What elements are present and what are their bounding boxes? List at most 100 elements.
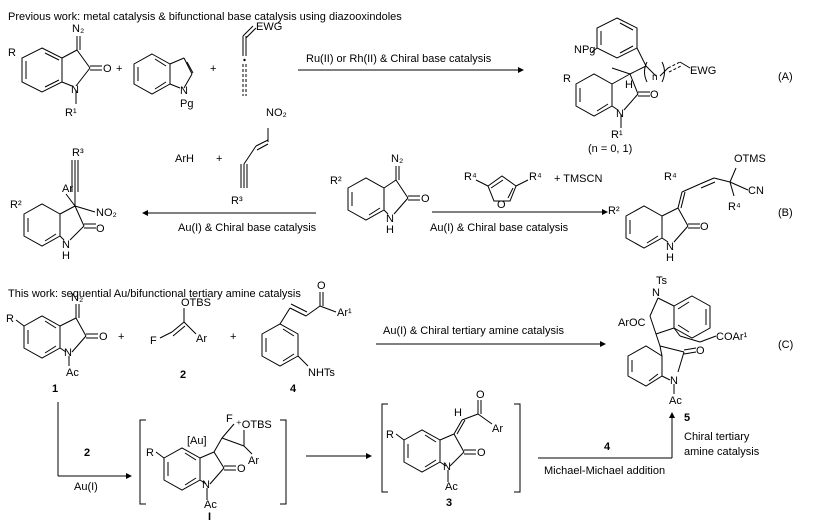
bracket-right-I xyxy=(280,419,287,505)
bracket-right-3 xyxy=(514,403,521,493)
svg-text:Ac: Ac xyxy=(445,481,458,493)
svg-text:Pg: Pg xyxy=(180,98,193,110)
nitro-enyne: NO₂ R³ xyxy=(231,107,287,207)
svg-text:Ar: Ar xyxy=(492,423,503,435)
indole-pg: N Pg xyxy=(133,53,193,110)
svg-text:NHTs: NHTs xyxy=(308,367,335,379)
furan: R⁴ R⁴ O xyxy=(464,171,542,211)
product-a: NPg n EWG H O N R¹ R xyxy=(563,17,716,141)
bracket-left-I xyxy=(139,419,146,505)
svg-text:O: O xyxy=(96,223,105,235)
svg-text:N: N xyxy=(666,241,674,253)
svg-text:O: O xyxy=(700,221,709,233)
diazooxindole-a: N₂ O N R¹ R xyxy=(8,23,112,119)
svg-text:Ar: Ar xyxy=(248,455,259,467)
svg-text:Ac: Ac xyxy=(204,499,217,511)
svg-text:N: N xyxy=(616,108,624,120)
conditions-a: Ru(II) or Rh(II) & Chiral base catalysis xyxy=(306,53,492,65)
svg-text:NO₂: NO₂ xyxy=(96,207,117,219)
conditions-b-left: Au(I) & Chiral base catalysis xyxy=(178,222,317,234)
svg-text:Ar: Ar xyxy=(196,333,207,345)
svg-text:N: N xyxy=(670,375,678,387)
svg-text:R⁴: R⁴ xyxy=(664,171,677,183)
plus-c2: + xyxy=(230,331,236,343)
svg-text:Ar¹: Ar¹ xyxy=(337,307,352,319)
svg-text:[Au]: [Au] xyxy=(187,435,207,447)
compound-5: N Ts ArOC COAr¹ O N Ac xyxy=(618,275,748,407)
svg-text:H: H xyxy=(62,250,70,262)
up-arrow-cat-line1: Chiral tertiary xyxy=(684,431,750,443)
product-b-left: R³ NO₂ Ar O N H R² xyxy=(10,147,117,262)
svg-text:R: R xyxy=(8,47,16,59)
label-intermediate-I: I xyxy=(208,511,211,521)
label-compound-4: 4 xyxy=(290,383,297,395)
svg-text:R²: R² xyxy=(608,205,620,217)
svg-text:H: H xyxy=(454,407,462,419)
svg-text:O: O xyxy=(237,463,246,475)
svg-text:N: N xyxy=(64,347,72,359)
scheme-label-c: (C) xyxy=(778,339,793,351)
svg-text:O: O xyxy=(497,199,506,211)
svg-text:EWG: EWG xyxy=(256,21,282,33)
header-previous-work: Previous work: metal catalysis & bifunct… xyxy=(8,11,402,23)
svg-text:N₂: N₂ xyxy=(71,292,83,304)
svg-text:CN: CN xyxy=(748,185,764,197)
scheme-label-b: (B) xyxy=(778,207,793,219)
svg-text:COAr¹: COAr¹ xyxy=(716,331,748,343)
svg-text:R: R xyxy=(563,73,571,85)
svg-text:R⁴: R⁴ xyxy=(529,171,542,183)
svg-text:O: O xyxy=(650,89,659,101)
svg-text:N: N xyxy=(386,213,394,225)
product-b-right: R⁴ OTMS CN R⁴ O N H R² xyxy=(608,153,766,264)
svg-text:O: O xyxy=(696,345,705,357)
plus-a2: + xyxy=(210,63,216,75)
svg-text:OTBS: OTBS xyxy=(181,297,211,309)
svg-text:N: N xyxy=(202,479,210,491)
svg-text:N: N xyxy=(443,461,451,473)
svg-text:O: O xyxy=(103,63,112,75)
svg-text:N: N xyxy=(180,85,188,97)
svg-text:Ac: Ac xyxy=(669,395,682,407)
n-equals: (n = 0, 1) xyxy=(588,143,632,155)
intermediate-I: R [Au] F ⁺OTBS Ar O N Ac xyxy=(146,413,272,511)
svg-text:O: O xyxy=(99,331,108,343)
svg-text:N₂: N₂ xyxy=(391,153,403,165)
scheme-label-a: (A) xyxy=(778,71,793,83)
svg-text:Ac: Ac xyxy=(66,367,79,379)
svg-text:n: n xyxy=(652,72,658,83)
tmscn: + TMSCN xyxy=(554,173,602,185)
svg-text:O: O xyxy=(421,193,430,205)
svg-text:⁺OTBS: ⁺OTBS xyxy=(236,419,272,431)
svg-text:R⁴: R⁴ xyxy=(728,201,741,213)
svg-text:H: H xyxy=(625,79,633,91)
plus-b1: + xyxy=(216,153,222,165)
svg-text:R³: R³ xyxy=(231,195,243,207)
svg-text:N: N xyxy=(652,287,660,299)
svg-text:EWG: EWG xyxy=(690,65,716,77)
svg-text:R: R xyxy=(386,429,394,441)
svg-text:NPg: NPg xyxy=(574,44,595,56)
svg-text:N₂: N₂ xyxy=(72,23,84,35)
step-name: Michael-Michael addition xyxy=(544,465,665,477)
compound-4: O Ar¹ NHTs xyxy=(261,280,352,379)
plus-c1: + xyxy=(118,331,124,343)
plus-a1: + xyxy=(116,63,122,75)
svg-text:ArOC: ArOC xyxy=(618,317,646,329)
conditions-c-main: Au(I) & Chiral tertiary amine catalysis xyxy=(383,325,564,337)
step-reagent-4: 4 xyxy=(604,441,611,453)
arh: ArH xyxy=(175,153,194,165)
compound-1: N₂ O N Ac R xyxy=(6,292,108,379)
header-this-work: This work: sequential Au/bifunctional te… xyxy=(8,288,301,300)
label-compound-2: 2 xyxy=(180,369,186,381)
svg-text:R: R xyxy=(146,447,154,459)
svg-text:F: F xyxy=(150,335,157,347)
svg-text:F: F xyxy=(226,413,233,425)
svg-text:N: N xyxy=(62,239,70,251)
compound-2: F OTBS Ar xyxy=(150,297,211,347)
svg-text:H: H xyxy=(386,224,394,236)
label-compound-5: 5 xyxy=(684,412,690,424)
svg-text:R²: R² xyxy=(10,199,22,211)
svg-text:N: N xyxy=(71,84,79,96)
label-compound-1: 1 xyxy=(52,383,58,395)
